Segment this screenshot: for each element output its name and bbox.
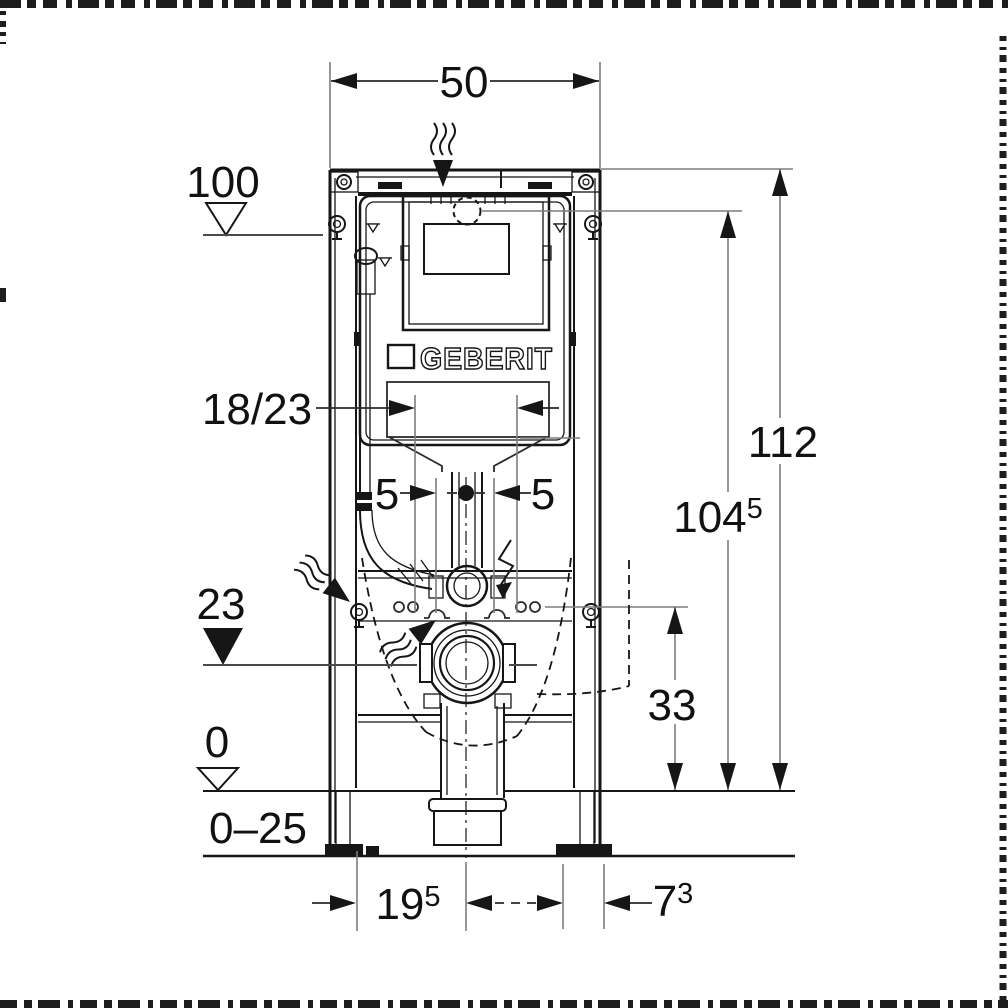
corner-screw-hole-left [336,174,352,190]
dim-50-label: 50 [440,58,489,107]
wc-pan-outline [361,557,630,747]
dim-actuator-height: 1045 [673,211,770,790]
fill-valve-and-pipes [354,247,506,608]
brand-logo: GEBERIT [420,341,553,376]
dim-bottom-row: 195 73 [312,851,693,931]
dim-104-5-label: 1045 [673,493,763,542]
dim-5-left-label: 5 [375,470,399,519]
pipe-collar [433,810,502,846]
water-level-mark-right [552,223,568,233]
concealed-cistern: GEBERIT [354,192,742,472]
foot-plate-right [556,844,612,857]
dim-33-label: 33 [648,681,697,730]
dim-112-label: 112 [748,418,818,467]
water-level-mark-left [365,223,381,233]
fixing-crossbar [358,570,688,723]
dim-18-23-label: 18/23 [202,385,312,434]
dim-offsets: 5 5 [375,470,555,613]
corner-screw-hole-right [578,174,594,190]
cistern-lower-opening [386,381,550,438]
level-23: 23 [197,580,537,666]
actuator-connection-circle [452,196,482,226]
dim-flush-bend: 18/23 [202,385,559,613]
dim-5-right-label: 5 [531,470,555,519]
center-reference-dot [458,485,474,501]
foot-plate-left [325,844,363,857]
level-100: 100 [186,158,323,237]
range-0-25-label: 0–25 [209,804,307,853]
supply-flow-arrow [291,552,359,613]
mounting-frame [325,168,612,857]
pipe-clamp-right [484,609,510,619]
dim-7-3-label: 73 [653,877,694,926]
dim-fixing-height: 33 [648,607,698,790]
flow-arrows [291,122,515,670]
dim-frame-width: 50 [329,58,601,168]
pipe-collar-flange [428,798,507,812]
level-23-label: 23 [197,580,246,629]
level-0-label: 0 [205,718,229,767]
level-triangle-filled [203,628,243,665]
logo-square [386,343,416,370]
flush-valve-access [423,223,510,275]
flash-arrow [497,539,515,587]
pipe-clamp-left [424,609,450,619]
level-0: 0 0–25 [195,718,795,858]
level-100-label: 100 [186,158,259,207]
level-triangle-open [204,202,248,237]
dim-19-5-label: 195 [375,880,440,929]
level-triangle-open [195,767,241,792]
wall-anchor-bottom-left [350,603,368,628]
drain-outlet [419,621,516,846]
dim-total-height: 112 [600,168,818,790]
opening-ticks [430,197,506,204]
